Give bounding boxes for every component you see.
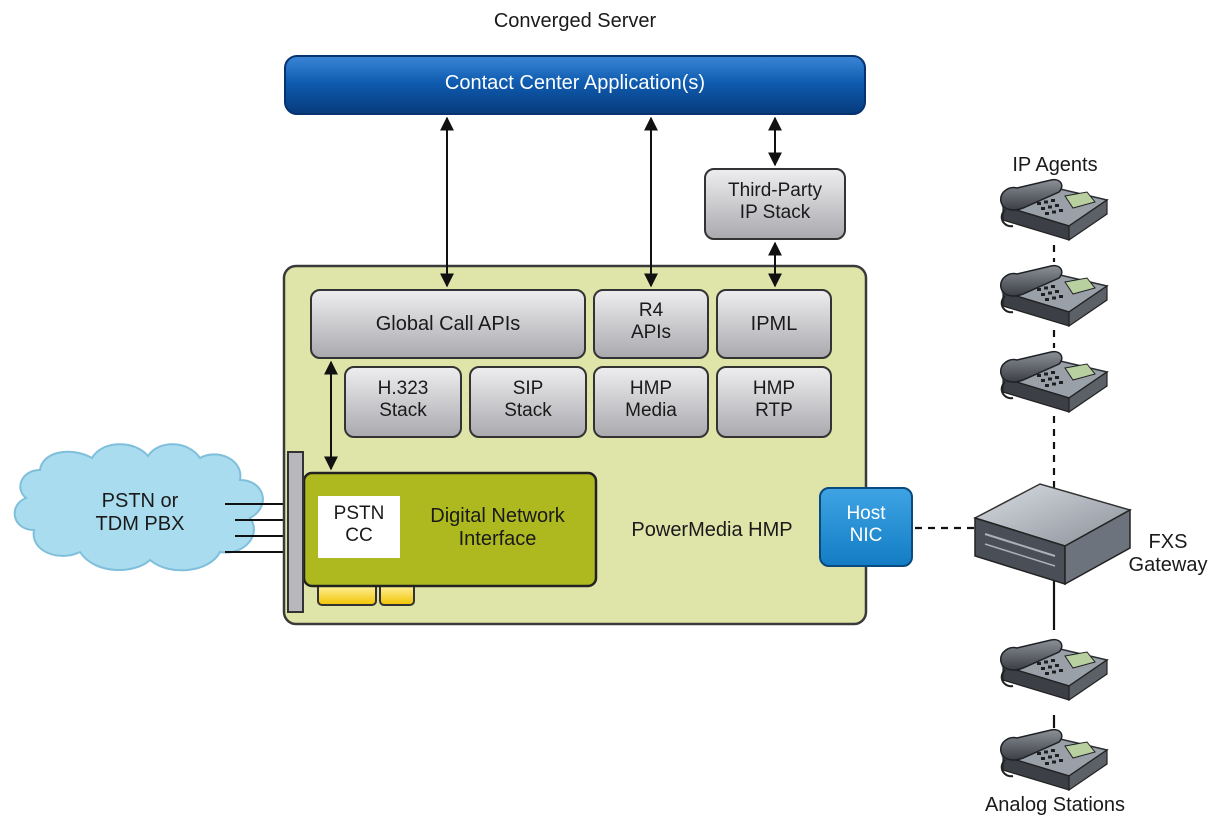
hmp-media-line2: Media [625,399,677,421]
hmp-rtp-label: HMP RTP [717,378,831,422]
hmp-rtp-box[interactable] [716,366,832,438]
ip-agent-phone-1[interactable] [1000,178,1109,242]
analog-station-phone-1[interactable] [1000,638,1109,702]
fxs-line2: Gateway [1128,554,1208,576]
fxs-line1: FXS [1148,531,1188,553]
digital-network-interface-label: Digital Network Interface [405,505,590,551]
global-call-apis-box[interactable] [310,289,586,359]
ip-agent-phone-2[interactable] [1000,264,1109,328]
sip-line1: SIP [512,378,544,399]
host-nic-label: Host NIC [820,503,912,547]
hmp-rtp-line2: RTP [755,399,793,421]
host-nic-line1: Host [846,503,886,524]
fxs-gateway-label: FXS Gateway [1128,531,1208,577]
sip-line2: Stack [504,399,552,421]
third-party-line1: Third-Party [728,180,822,201]
global-call-apis-label: Global Call APIs [375,313,521,335]
r4-apis-box[interactable] [593,289,709,359]
third-party-ip-stack-box[interactable] [704,168,846,240]
r4-line1: R4 [638,300,664,321]
digital-network-card[interactable] [287,451,598,613]
dni-line1: Digital Network [430,505,565,527]
sip-stack-label: SIP Stack [470,378,586,422]
h323-line2: Stack [379,399,427,421]
r4-apis-label: R4 APIs [594,300,708,344]
pstn-cloud [13,443,264,572]
hmp-rtp-line1: HMP [752,378,796,399]
card-bracket [287,451,304,613]
h323-stack-box[interactable] [344,366,462,438]
connection-arrows [324,116,782,471]
ipml-box[interactable] [716,289,832,359]
hmp-media-box[interactable] [593,366,709,438]
pstn-cloud-label: PSTN or TDM PBX [60,490,220,536]
host-nic-box[interactable] [819,487,913,567]
network-links [915,245,1056,728]
h323-line1: H.323 [377,378,429,399]
ip-agent-phone-3[interactable] [1000,350,1109,414]
pstn-cloud-line1: PSTN or [101,490,179,512]
hmp-media-line1: HMP [629,378,673,399]
pstn-cc-line1: PSTN [333,503,385,524]
ipml-label: IPML [750,313,798,335]
pstn-cloud-line2: TDM PBX [95,513,185,535]
r4-line2: APIs [630,321,672,343]
h323-stack-label: H.323 Stack [345,378,461,422]
contact-center-banner[interactable] [284,55,866,115]
pstn-cc-block [318,496,400,558]
analog-stations-label: Analog Stations [984,794,1126,816]
powermedia-hmp-label: PowerMedia HMP [631,519,793,541]
pstn-cc-line2: CC [345,524,373,546]
pstn-cc-label: PSTN CC [318,503,400,547]
third-party-label: Third-Party IP Stack [705,180,845,224]
contact-center-label: Contact Center Application(s) [444,72,706,94]
dni-line2: Interface [458,528,537,550]
third-party-line2: IP Stack [739,201,811,223]
host-nic-line2: NIC [849,524,883,546]
hmp-media-label: HMP Media [594,378,708,422]
sip-stack-box[interactable] [469,366,587,438]
converged-server-title: Converged Server [493,10,657,32]
analog-station-phone-2[interactable] [1000,728,1109,792]
ip-agents-label: IP Agents [1012,154,1098,176]
fxs-gateway-device[interactable] [973,483,1132,586]
